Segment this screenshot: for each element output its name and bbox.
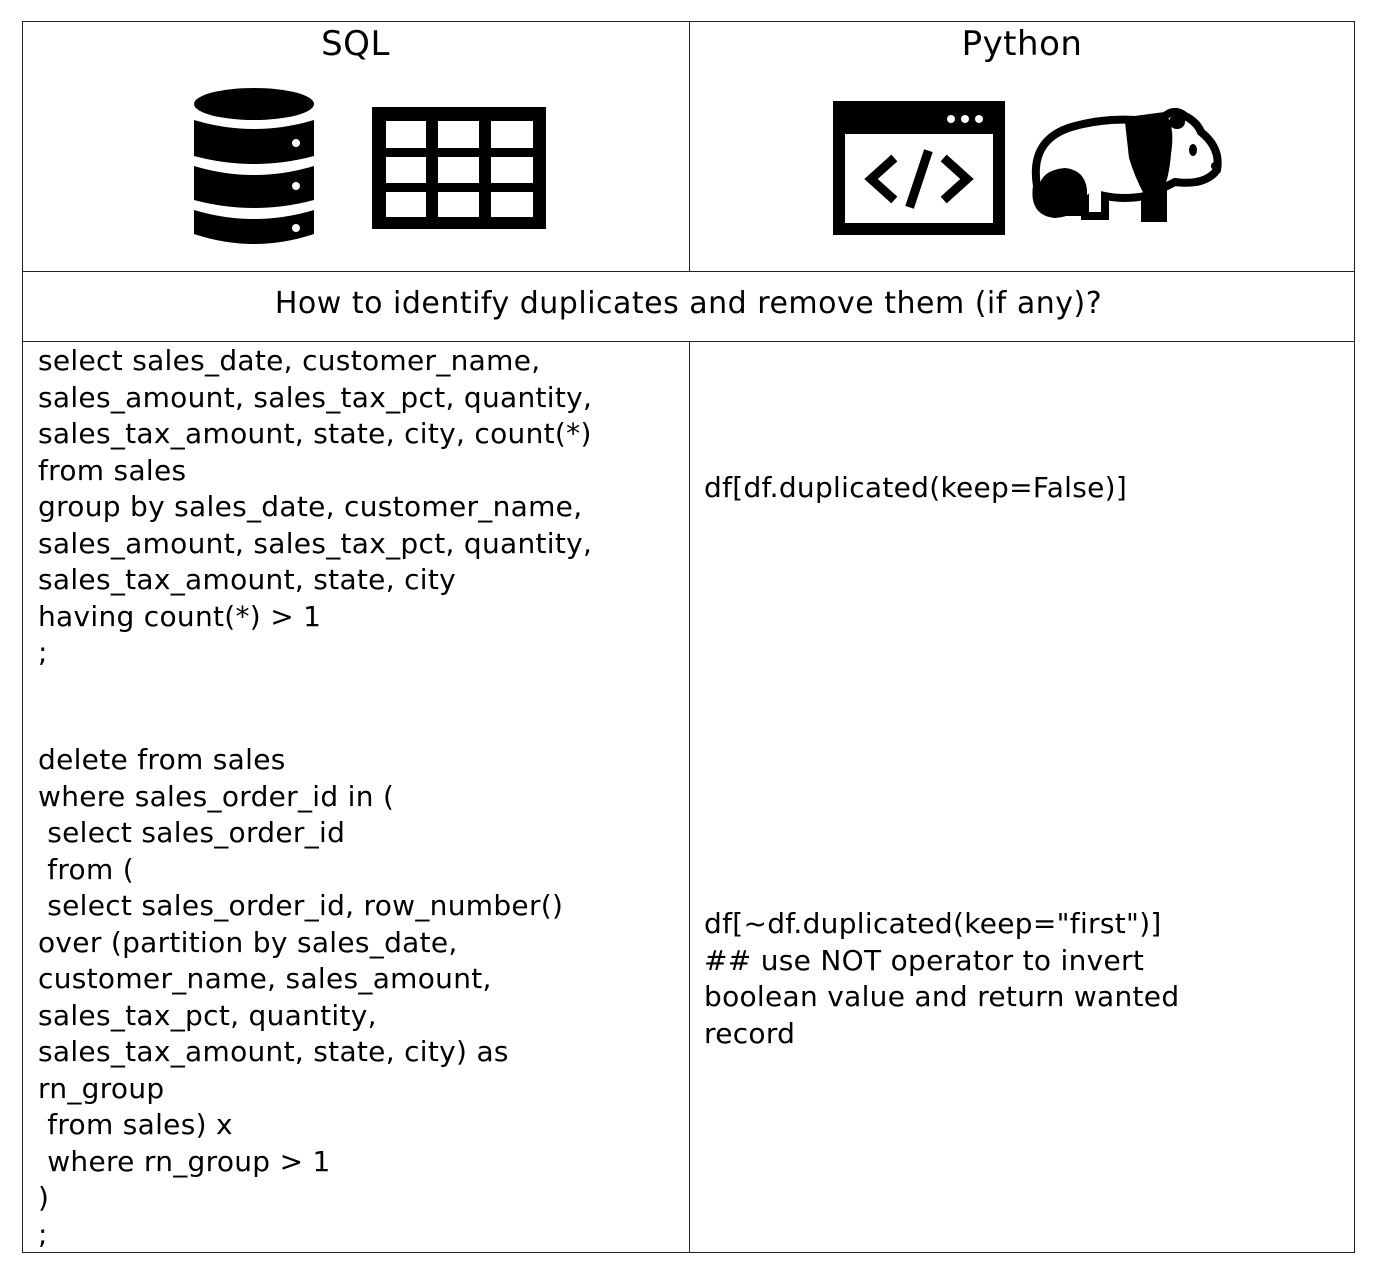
column-divider-bottom bbox=[689, 341, 690, 1253]
database-icon bbox=[194, 88, 314, 244]
sql-identify-code: select sales_date, customer_name, sales_… bbox=[38, 344, 593, 669]
row-divider-question bbox=[22, 341, 1355, 342]
comparison-table bbox=[22, 21, 1355, 1253]
python-identify-code: df[df.duplicated(keep=False)] bbox=[704, 471, 1128, 504]
row-divider-header bbox=[22, 271, 1355, 272]
python-header-title: Python bbox=[961, 24, 1083, 64]
sql-delete-code: delete from sales where sales_order_id i… bbox=[38, 743, 564, 1251]
panda-icon bbox=[1031, 108, 1222, 222]
python-remove-code: df[~df.duplicated(keep="first")] ## use … bbox=[704, 907, 1180, 1050]
table-grid-icon bbox=[372, 107, 546, 229]
question-text: How to identify duplicates and remove th… bbox=[274, 286, 1103, 321]
sql-header-title: SQL bbox=[321, 24, 390, 64]
code-window-icon bbox=[833, 101, 1005, 235]
column-divider-top bbox=[689, 21, 690, 271]
